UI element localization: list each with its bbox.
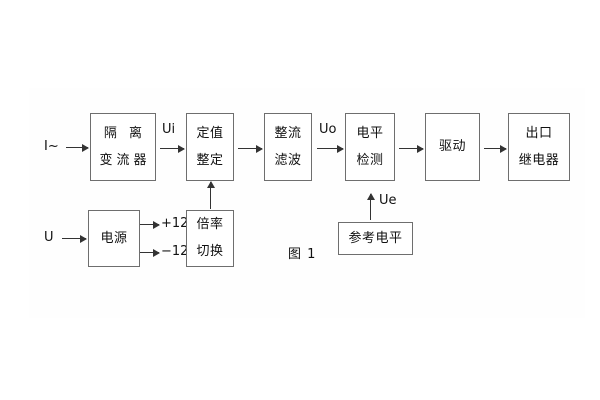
block-setting-line-1: 定值 bbox=[196, 125, 224, 141]
block-rectify-filter[interactable]: 整流 滤波 bbox=[264, 113, 312, 181]
arrow-head-icon bbox=[206, 181, 215, 188]
arrow-head-icon bbox=[337, 144, 344, 153]
arrow-head-icon bbox=[500, 144, 507, 153]
current-input-label: I~ bbox=[44, 139, 59, 154]
block-isolation[interactable]: 隔 离 变流器 bbox=[90, 113, 156, 181]
block-reference-level-line-1: 参考电平 bbox=[348, 230, 403, 246]
arrow-reference-level-to-level-detect bbox=[366, 193, 375, 220]
block-setting[interactable]: 定值 整定 bbox=[186, 113, 234, 181]
uo-signal-label: Uo bbox=[319, 122, 337, 137]
arrow-drive-to-output-relay bbox=[484, 144, 507, 153]
block-drive-line-1: 驱动 bbox=[438, 139, 466, 155]
arrow-voltage-to-power-supply bbox=[62, 234, 87, 243]
block-range-switch-line-2: 切换 bbox=[196, 244, 224, 259]
arrow-head-icon bbox=[80, 234, 87, 243]
arrow-level-detect-to-drive bbox=[399, 144, 424, 153]
arrow-head-icon bbox=[256, 144, 263, 153]
block-power-supply[interactable]: 电源 bbox=[88, 210, 140, 267]
block-setting-line-2: 整定 bbox=[196, 152, 224, 168]
arrow-rectify-to-level-detect bbox=[317, 144, 344, 153]
block-isolation-line-1: 隔 离 bbox=[103, 125, 147, 141]
block-reference-level[interactable]: 参考电平 bbox=[338, 222, 413, 255]
arrow-head-icon bbox=[153, 248, 160, 257]
ui-signal-label: Ui bbox=[162, 122, 176, 137]
block-level-detect-line-1: 电平 bbox=[356, 125, 384, 141]
arrow-rail-positive bbox=[140, 220, 160, 229]
block-range-switch-line-1: 倍率 bbox=[196, 217, 224, 233]
arrow-range-switch-to-setting bbox=[206, 181, 215, 209]
arrow-head-icon bbox=[153, 220, 160, 229]
block-range-switch[interactable]: 倍率 切换 bbox=[186, 210, 234, 267]
figure-caption: 图 1 bbox=[288, 247, 317, 262]
arrow-head-icon bbox=[178, 144, 185, 153]
block-output-relay-line-1: 出口 bbox=[525, 125, 553, 141]
arrow-head-icon bbox=[82, 143, 89, 152]
block-level-detect-line-2: 检测 bbox=[356, 152, 384, 168]
block-output-relay-line-2: 继电器 bbox=[518, 152, 560, 168]
arrow-rail-negative bbox=[140, 248, 160, 257]
arrow-isolation-to-setting bbox=[160, 144, 185, 153]
ue-signal-label: Ue bbox=[379, 193, 397, 208]
voltage-input-label: U bbox=[44, 230, 54, 245]
arrow-setting-to-rectify bbox=[238, 144, 263, 153]
arrow-head-icon bbox=[417, 144, 424, 153]
block-output-relay[interactable]: 出口 继电器 bbox=[508, 113, 570, 181]
arrow-head-icon bbox=[366, 193, 375, 200]
block-drive[interactable]: 驱动 bbox=[425, 113, 480, 181]
block-power-supply-line-1: 电源 bbox=[100, 230, 128, 246]
block-isolation-line-2: 变流器 bbox=[99, 152, 151, 168]
block-rectify-filter-line-2: 滤波 bbox=[274, 152, 302, 168]
block-level-detect[interactable]: 电平 检测 bbox=[345, 113, 395, 181]
arrow-current-to-isolation bbox=[66, 143, 89, 152]
block-rectify-filter-line-1: 整流 bbox=[274, 125, 302, 141]
